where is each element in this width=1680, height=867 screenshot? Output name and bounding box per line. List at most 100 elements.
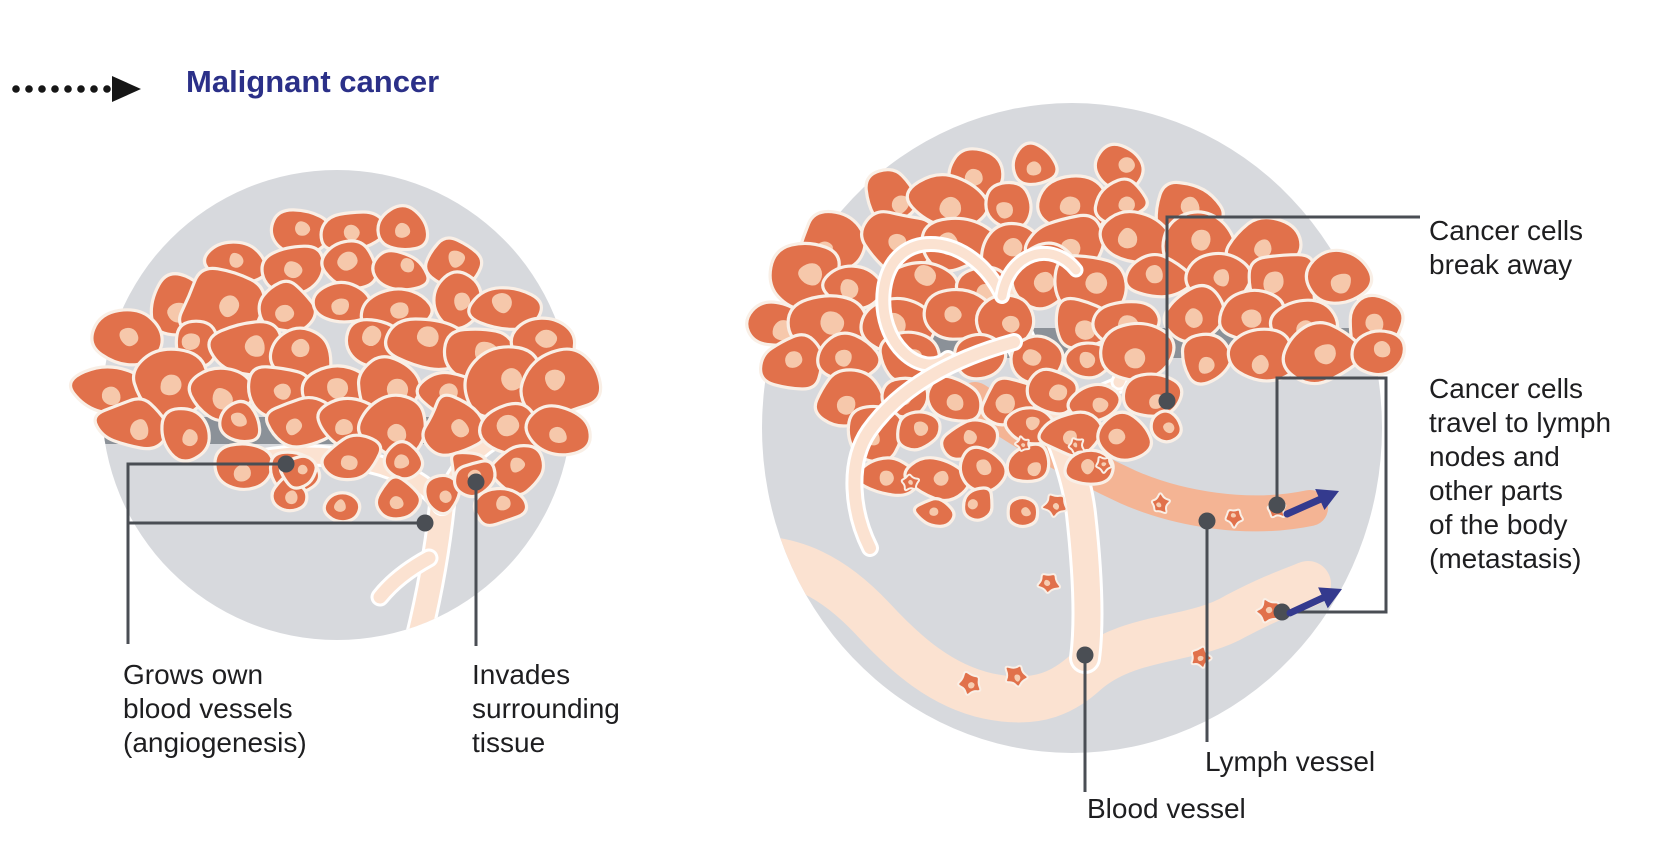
left-tumor-cells (69, 204, 603, 528)
cell-nucleus (1002, 315, 1020, 333)
cell-nucleus (448, 250, 466, 268)
cell-nucleus (1075, 320, 1096, 340)
cell-nucleus (439, 490, 452, 503)
tumor-cell (371, 249, 430, 292)
cell-nucleus (963, 430, 977, 445)
tumor-cell (93, 397, 170, 451)
callout-dot (467, 473, 485, 491)
cell-nucleus (836, 395, 856, 415)
cell-nucleus (879, 470, 894, 486)
cell-nucleus (340, 455, 358, 471)
legend-dot (64, 85, 72, 93)
arrowhead (112, 76, 141, 102)
cell-nucleus (501, 368, 523, 391)
cell-nucleus (1118, 157, 1135, 173)
cell-nucleus (334, 499, 346, 512)
metastasis-arrow-shaft (1286, 592, 1331, 617)
callout-dot (1076, 646, 1094, 664)
callout-line (1275, 376, 1388, 614)
cell-nucleus (230, 412, 247, 427)
cell-nucleus (233, 464, 251, 482)
cell-nucleus (130, 419, 149, 441)
cell-nucleus (294, 221, 311, 236)
cancer-cell (1224, 508, 1244, 529)
cell-nucleus (820, 311, 845, 335)
metastasis-arrow-shaft (1283, 494, 1327, 518)
metastasis-arrow-icon (1315, 488, 1339, 511)
cell-nucleus (1185, 308, 1203, 328)
cancer-cell (1150, 492, 1171, 515)
cell-nucleus (976, 459, 992, 476)
callout-lines (126, 215, 1420, 792)
cell-nucleus (343, 224, 360, 241)
cancer-cell-nucleus (1021, 443, 1026, 448)
cell-nucleus (387, 423, 407, 443)
right-tumor-panel (745, 103, 1406, 753)
vessel (848, 336, 1020, 554)
cell-nucleus (1085, 272, 1108, 294)
cell-nucleus (389, 496, 404, 510)
cell-nucleus (510, 457, 526, 473)
cancer-cell-nucleus (1052, 502, 1060, 510)
legend-dot (90, 85, 98, 93)
cell-nucleus (1027, 462, 1042, 477)
cell-nucleus (101, 386, 121, 406)
left-tumor-panel (69, 170, 603, 640)
cancer-cell-nucleus (968, 682, 975, 689)
cell-nucleus (394, 454, 410, 469)
cell-nucleus (1081, 458, 1095, 475)
metastasis-direction-arrows (1283, 488, 1342, 617)
label-blood-vessel: Blood vessel (1087, 793, 1246, 824)
cell-nucleus (182, 429, 198, 447)
cell-nucleus (1021, 507, 1031, 517)
cancer-cell-nucleus (1014, 674, 1021, 682)
cell-nucleus (1092, 397, 1109, 413)
cell-nucleus (275, 304, 295, 322)
legend-dot (77, 85, 85, 93)
cancer-cell-nucleus (1197, 655, 1204, 662)
vessel (762, 535, 1331, 723)
cell-nucleus (327, 378, 349, 400)
vessel (373, 551, 436, 604)
callout-dot (277, 455, 295, 473)
cell-nucleus (1254, 239, 1272, 258)
cell-nucleus (996, 202, 1014, 219)
dotted-arrow-icon (12, 76, 141, 102)
cell-nucleus (1003, 237, 1023, 257)
label-lymph-vessel: Lymph vessel (1205, 746, 1376, 777)
cell-nucleus (229, 252, 244, 268)
cell-nucleus (835, 349, 852, 367)
cell-nucleus (496, 414, 520, 437)
cell-nucleus (1033, 271, 1054, 293)
cell-nucleus (840, 279, 859, 299)
cell-nucleus (1079, 351, 1096, 369)
cell-nucleus (496, 495, 511, 511)
cell-nucleus (1191, 229, 1211, 251)
cell-nucleus (291, 338, 310, 358)
cancer-cell-nucleus (1044, 579, 1051, 586)
legend-dot (25, 85, 33, 93)
cell-nucleus (785, 351, 803, 368)
cell-nucleus (416, 326, 439, 348)
cell-nucleus (390, 302, 409, 319)
callout-dot (416, 514, 434, 532)
cell-nucleus (297, 464, 308, 475)
cell-nucleus (944, 306, 962, 323)
cell-nucleus (119, 327, 139, 347)
cancer-cell-nucleus (1101, 462, 1107, 467)
metastasis-arrow-icon (1318, 587, 1342, 609)
cell-nucleus (1059, 196, 1081, 215)
loose-cancer-cells (900, 409, 1287, 696)
vessel (878, 238, 1007, 370)
cell-nucleus (1213, 269, 1230, 287)
cell-nucleus (160, 374, 182, 396)
vessel (997, 249, 1081, 301)
cell-nucleus (491, 292, 512, 314)
label-cancer-cells-break-away: Cancer cells break away (1429, 215, 1584, 280)
cell-nucleus (1373, 340, 1391, 358)
cell-nucleus (212, 387, 233, 410)
cell-nucleus (181, 333, 201, 351)
cell-nucleus (798, 263, 823, 286)
